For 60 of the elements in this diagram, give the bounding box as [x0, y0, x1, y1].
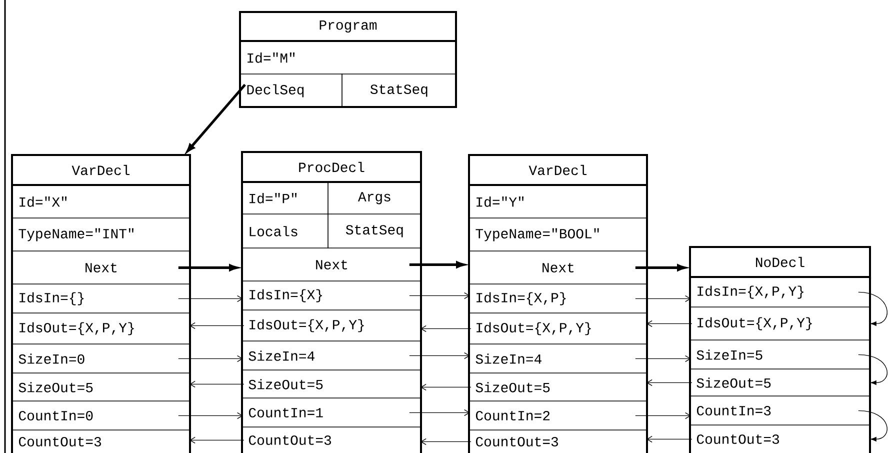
field-cell: IdsIn={X}	[242, 280, 422, 310]
field-cell: Locals	[242, 214, 328, 248]
arrow	[409, 292, 470, 300]
field-cell: CountOut=3	[242, 426, 422, 453]
field-cell: IdsOut={X,P,Y}	[468, 312, 648, 344]
field-cell: Id="P"	[242, 182, 328, 214]
field-cell: SizeOut=5	[468, 372, 648, 402]
field-cell: CountOut=3	[468, 430, 648, 453]
field-cell: CountOut=3	[690, 424, 870, 453]
arrow	[420, 438, 472, 446]
field-cell: SizeIn=0	[12, 344, 190, 374]
arrow	[178, 355, 244, 362]
field-cell: Id="M"	[240, 40, 456, 74]
field-cell: SizeIn=4	[242, 340, 422, 370]
field-cell: TypeName="BOOL"	[468, 218, 648, 252]
field-cell: TypeName="INT"	[12, 218, 190, 252]
field-cell: IdsOut={X,P,Y}	[12, 312, 190, 344]
field-cell: Id="X"	[12, 184, 190, 218]
arrow	[189, 322, 244, 330]
field-cell: SizeIn=5	[690, 340, 870, 370]
field-cell: IdsIn={}	[12, 284, 190, 314]
field-cell: SizeIn=4	[468, 344, 648, 374]
arrow	[646, 436, 692, 443]
field-cell: SizeOut=5	[690, 368, 870, 396]
field-cell: CountOut=3	[12, 430, 190, 453]
field-cell: Next	[468, 250, 648, 284]
field-cell: IdsOut={X,P,Y}	[242, 310, 422, 342]
arrow	[409, 352, 470, 360]
field-cell: IdsIn={X,P,Y}	[690, 276, 870, 308]
field-cell: StatSeq	[342, 74, 456, 108]
field-cell: IdsIn={X,P}	[468, 284, 648, 314]
field-cell: Id="Y"	[468, 184, 648, 218]
arrow	[646, 320, 692, 328]
arrow	[420, 325, 472, 332]
arrow	[646, 379, 692, 386]
arrow	[186, 84, 246, 152]
arrow	[858, 292, 888, 326]
field-cell: CountIn=1	[242, 398, 422, 428]
field-cell: Next	[12, 250, 190, 284]
field-cell: Next	[242, 248, 422, 282]
field-cell: IdsOut={X,P,Y}	[690, 306, 870, 340]
arrow	[635, 412, 691, 420]
arrow	[189, 436, 244, 444]
arrow	[420, 384, 472, 391]
arrow	[178, 412, 244, 420]
arrow	[189, 380, 244, 388]
arrow	[635, 295, 691, 302]
arrow	[178, 295, 244, 302]
field-cell: CountIn=2	[468, 400, 648, 430]
arrow	[858, 410, 888, 442]
field-cell: SizeOut=5	[242, 370, 422, 398]
field-cell: CountIn=3	[690, 396, 870, 426]
arrow	[635, 355, 691, 362]
arrow	[858, 354, 888, 385]
field-cell: SizeOut=5	[12, 372, 190, 402]
field-cell: CountIn=0	[12, 400, 190, 430]
field-cell: DeclSeq	[240, 74, 342, 108]
field-cell: StatSeq	[328, 214, 422, 248]
field-cell: Args	[328, 182, 422, 214]
arrow	[409, 409, 470, 416]
